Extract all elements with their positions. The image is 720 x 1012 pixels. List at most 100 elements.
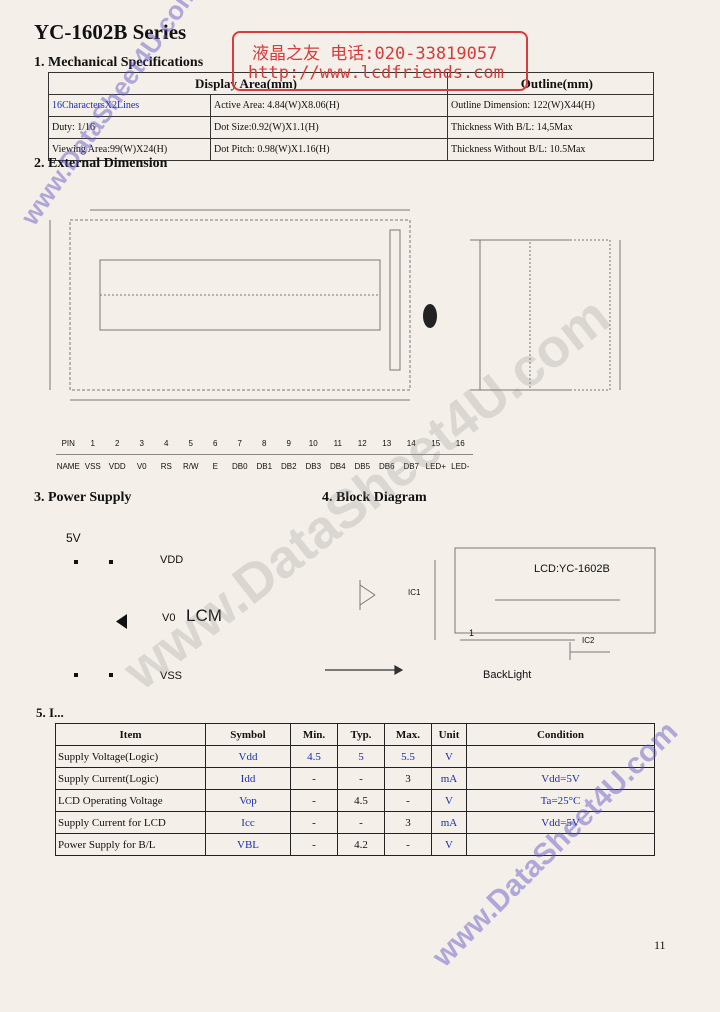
block-ic1-label: IC1 — [408, 588, 421, 597]
elec-cell: Vop — [205, 789, 291, 812]
elec-cell: - — [290, 789, 338, 812]
elec-cell: 5 — [337, 745, 385, 768]
terminal-dot — [109, 673, 113, 677]
pin-name: DB7 — [403, 461, 420, 471]
elec-header: Symbol — [205, 723, 291, 746]
elec-cell: V — [431, 745, 467, 768]
elec-cell: 5.5 — [384, 745, 432, 768]
external-dimension-drawing — [49, 209, 621, 401]
elec-cell: - — [290, 833, 338, 856]
section-block-heading: 4. Block Diagram — [322, 490, 427, 505]
elec-cell: 4.5 — [337, 789, 385, 812]
outline-rect — [69, 219, 411, 391]
pin-number: 5 — [178, 432, 203, 455]
section-mechanical-heading: 1. Mechanical Specifications — [34, 55, 204, 70]
pin-name: DB1 — [256, 461, 273, 471]
elec-cell: Supply Voltage(Logic) — [55, 745, 206, 768]
pin-name: LED- — [451, 461, 470, 471]
pin-name: R/W — [182, 461, 199, 471]
elec-header: Typ. — [337, 723, 385, 746]
power-5v-label: 5V — [66, 531, 81, 545]
elec-cell: - — [384, 789, 432, 812]
dealer-stamp: 液晶之友 电话:020-33819057 http://www.lcdfrien… — [232, 31, 528, 91]
stamp-phone-line: 液晶之友 电话:020-33819057 — [252, 44, 498, 64]
elec-cell: - — [290, 811, 338, 834]
power-vss-label: VSS — [160, 670, 183, 682]
section-electrical-heading: 5. I... — [36, 705, 64, 720]
pin-number: 1 — [80, 432, 105, 455]
page-number: 11 — [654, 938, 666, 952]
spec-cell: Thickness With B/L: 14,5Max — [447, 116, 654, 139]
pin-number: 16 — [448, 432, 473, 455]
power-vdd-label: VDD — [160, 554, 184, 566]
elec-cell: V — [431, 789, 467, 812]
elec-cell: - — [384, 833, 432, 856]
spec-cell: Thickness Without B/L: 10.5Max — [447, 138, 654, 161]
spec-cell: Active Area: 4.84(W)X8.06(H) — [210, 94, 448, 117]
pin-number: 6 — [203, 432, 228, 455]
backlight-led-shape — [423, 304, 437, 328]
elec-cell: mA — [431, 767, 467, 790]
table-row: LCD Operating Voltage Vop - 4.5 - V Ta=2… — [55, 789, 655, 812]
elec-cell: mA — [431, 811, 467, 834]
elec-cell: Vdd — [205, 745, 291, 768]
pin-name: E — [212, 461, 218, 471]
pin-name: DB2 — [280, 461, 297, 471]
pin-name: VDD — [108, 461, 126, 471]
elec-cell: 3 — [384, 767, 432, 790]
block-n1-label: 1 — [469, 628, 475, 638]
elec-cell: Supply Current for LCD — [55, 811, 206, 834]
block-lcd-label: LCD:YC-1602B — [534, 563, 610, 575]
elec-cell: 4.5 — [290, 745, 338, 768]
section-power-heading: 3. Power Supply — [34, 490, 132, 505]
pin-name: DB3 — [305, 461, 322, 471]
spec-cell: Dot Pitch: 0.98(W)X1.16(H) — [210, 138, 448, 161]
pin-name: LED+ — [425, 461, 446, 471]
document-title: YC-1602B Series — [34, 20, 187, 44]
pin-number: 3 — [129, 432, 154, 455]
pin-number: 8 — [252, 432, 277, 455]
elec-header: Item — [55, 723, 206, 746]
pin-assignment-table: PIN 1 2 3 4 5 6 7 8 9 10 11 12 13 14 15 … — [56, 432, 473, 477]
pin-number: 14 — [399, 432, 424, 455]
elec-header: Condition — [466, 723, 655, 746]
pin-number: 7 — [227, 432, 252, 455]
pin-number: 4 — [154, 432, 179, 455]
elec-cell: - — [337, 811, 385, 834]
elec-cell: VBL — [205, 833, 291, 856]
elec-cell: Icc — [205, 811, 291, 834]
terminal-dot — [74, 673, 78, 677]
terminal-dot — [109, 560, 113, 564]
elec-cell: Supply Current(Logic) — [55, 767, 206, 790]
elec-cell — [466, 833, 655, 856]
lcm-label: LCM — [186, 606, 222, 625]
elec-cell: Power Supply for B/L — [55, 833, 206, 856]
table-row: Supply Voltage(Logic) Vdd 4.5 5 5.5 V — [55, 745, 655, 768]
pin-name: VSS — [84, 461, 101, 471]
pin-name: DB4 — [329, 461, 346, 471]
table-row: Power Supply for B/L VBL - 4.2 - V — [55, 833, 655, 856]
elec-header: Max. — [384, 723, 432, 746]
terminal-dot — [74, 560, 78, 564]
elec-cell: - — [337, 767, 385, 790]
elec-cell: LCD Operating Voltage — [55, 789, 206, 812]
pin-name: V0 — [136, 461, 147, 471]
pin-number: 13 — [374, 432, 399, 455]
elec-cell: - — [290, 767, 338, 790]
pin-name: DB6 — [378, 461, 395, 471]
potentiometer-arrow-icon — [116, 614, 127, 629]
elec-cell: 3 — [384, 811, 432, 834]
pin-name: DB0 — [231, 461, 248, 471]
section-external-heading: 2. External Dimension — [34, 156, 168, 171]
pin-name: DB5 — [354, 461, 371, 471]
pin-name: NAME — [56, 461, 80, 471]
pin-number: 10 — [301, 432, 326, 455]
table-row: Supply Current for LCD Icc - - 3 mA Vdd=… — [55, 811, 655, 834]
pin-number: 2 — [105, 432, 130, 455]
spec-cell: Dot Size:0.92(W)X1.1(H) — [210, 116, 448, 139]
elec-header: Min. — [290, 723, 338, 746]
power-v0-label: V0 — [162, 612, 176, 624]
pin-number: PIN — [56, 432, 81, 455]
stamp-url-line: http://www.lcdfriends.com — [248, 63, 504, 83]
elec-cell: 4.2 — [337, 833, 385, 856]
